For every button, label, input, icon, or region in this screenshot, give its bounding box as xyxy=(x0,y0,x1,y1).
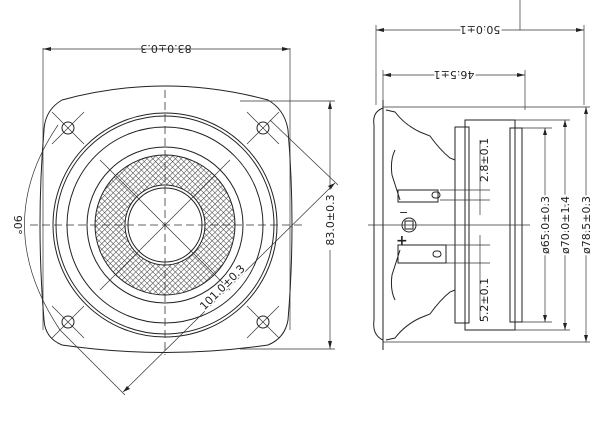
height-dimension: 83.0±0.3 xyxy=(240,100,337,350)
polarity-minus: − xyxy=(399,206,408,219)
overall-depth-label: 50.0±1 xyxy=(460,23,501,36)
depth-dimensions: 50.0±1 46.5±1 xyxy=(375,21,585,110)
terminals: − + xyxy=(396,189,447,264)
width-dimension: 83.0±0.3 xyxy=(42,42,291,330)
speaker-frame xyxy=(39,85,293,353)
polarity-plus: + xyxy=(396,233,408,249)
dia-magnet-label: ø65.0±0.3 xyxy=(539,196,552,254)
width-dim-label: 83.0±0.3 xyxy=(140,42,191,55)
angle-dim-label: 90° xyxy=(11,215,24,235)
dia-frame-label: ø78.5±0.3 xyxy=(580,196,593,254)
dia-cutout-label: ø70.0±1.4 xyxy=(559,196,572,254)
front-view: 83.0±0.3 83.0±0.3 xyxy=(10,42,339,396)
terminal-dimensions: 2.8±0.1 5.2±0.1 xyxy=(440,138,491,322)
diameter-dimensions: ø65.0±0.3 ø70.0±1.4 ø78.5±0.3 xyxy=(383,106,595,343)
terminal-small-label: 2.8±0.1 xyxy=(478,138,491,182)
side-view: 50.0±1 46.5±1 − + xyxy=(368,0,595,350)
mounting-holes xyxy=(51,111,280,339)
terminal-large-label: 5.2±0.1 xyxy=(478,278,491,322)
body-depth-label: 46.5±1 xyxy=(434,68,475,81)
height-dim-label: 83.0±0.3 xyxy=(324,194,337,245)
